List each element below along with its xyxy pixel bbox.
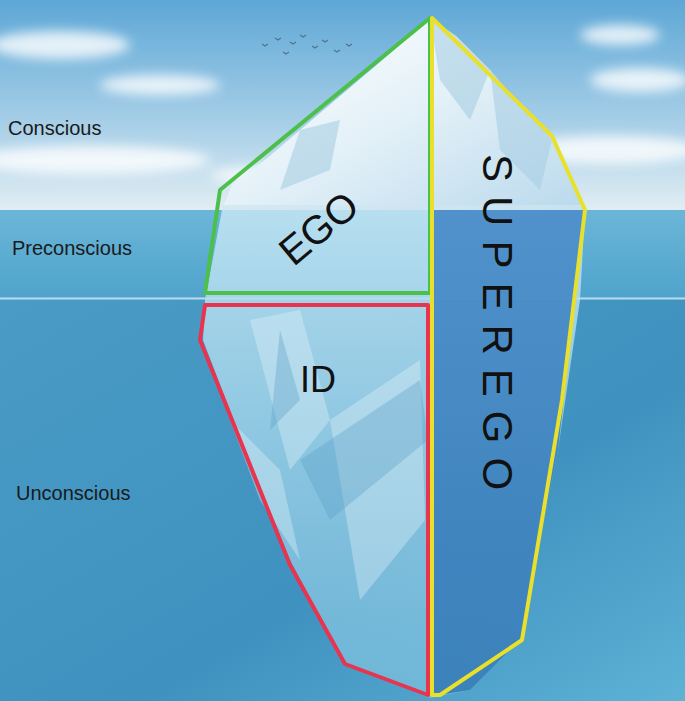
level-label: Preconscious bbox=[12, 237, 132, 260]
id-region: ID bbox=[197, 302, 431, 698]
level-label: Unconscious bbox=[16, 482, 131, 505]
level-label: Conscious bbox=[8, 117, 101, 140]
region-outline-path bbox=[205, 18, 430, 293]
region-outline-path bbox=[432, 18, 585, 695]
region-label: ID bbox=[300, 360, 336, 400]
region-outline-path bbox=[200, 305, 428, 695]
region-label: SUPEREGO bbox=[474, 140, 520, 504]
ego-region: EGO bbox=[202, 15, 433, 296]
region-label: EGO bbox=[270, 183, 366, 274]
superego-region: SUPEREGO bbox=[429, 15, 588, 698]
